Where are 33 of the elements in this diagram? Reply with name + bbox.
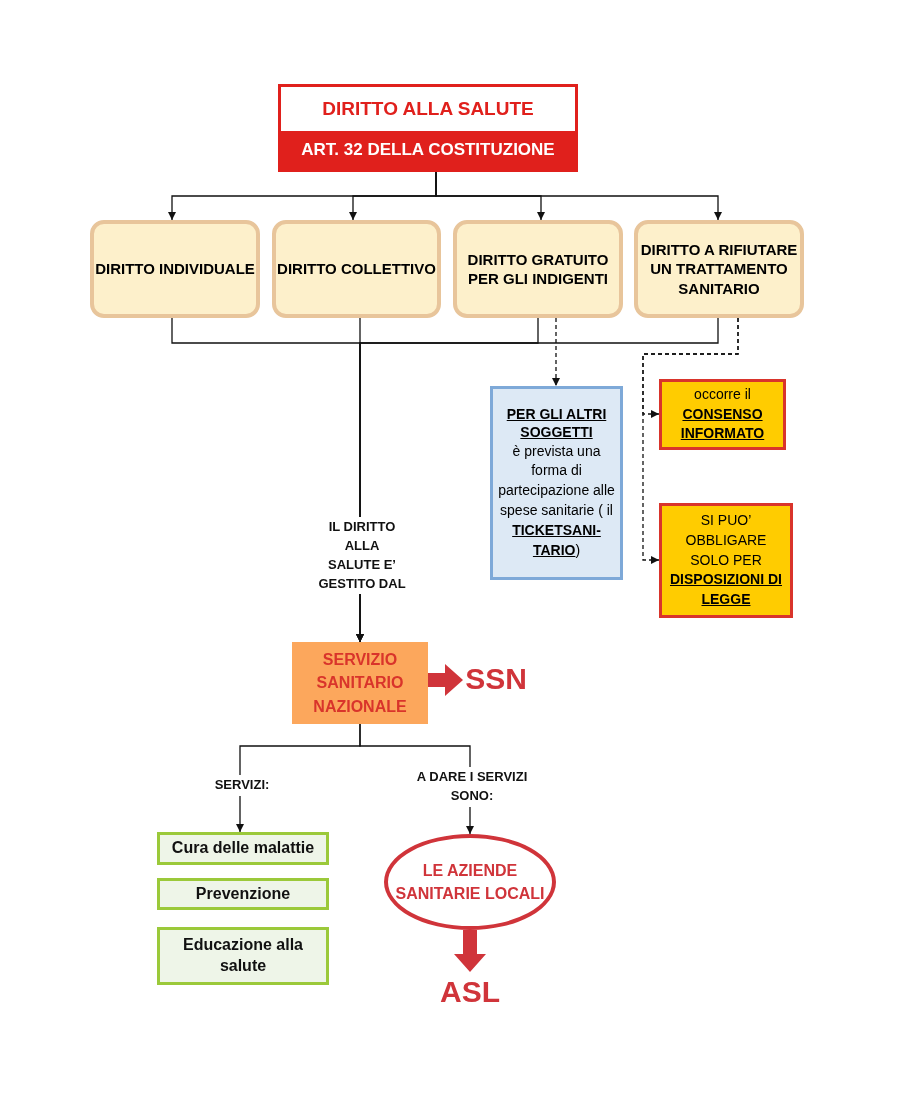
block-arrow — [428, 664, 463, 696]
arrow — [435, 171, 722, 221]
box-text: Cura delle malattie — [171, 838, 315, 859]
box-text: SI PUO’ OBBLIGARE SOLO PER DISPOSIZIONI DI LEGGE — [669, 510, 783, 610]
list-box — [157, 927, 329, 985]
note-box — [659, 379, 786, 450]
box-text: DIRITTO GRATUITO PER GLI INDIGENTI — [466, 249, 610, 289]
box-text: DIRITTO INDIVIDUALE — [95, 259, 255, 279]
box-text: occorre il CONSENSO INFORMATO — [679, 384, 766, 444]
rounded-box — [453, 220, 623, 318]
rounded-box — [272, 220, 441, 318]
block-arrow — [454, 930, 486, 972]
arrow — [552, 317, 560, 387]
list-box — [157, 832, 329, 865]
box-text: Prevenzione — [195, 883, 291, 904]
subtitle-text: ART. 32 DELLA COSTITUZIONE — [281, 131, 575, 169]
note-box — [659, 503, 793, 618]
box-text: Educazione alla salute — [181, 935, 304, 976]
arrow — [642, 317, 739, 564]
note-box — [490, 386, 623, 580]
box-text: è prevista una forma di partecipazione alle spese sanitarie ( il TICKETSANI-TARIO) — [497, 441, 616, 560]
title-box — [278, 84, 578, 172]
process-box — [292, 642, 428, 724]
abbreviation-label: ASL — [438, 972, 502, 1012]
rounded-box — [634, 220, 804, 318]
rounded-box — [90, 220, 260, 318]
box-text: SERVIZIO SANITARIO NAZIONALE — [312, 650, 408, 717]
box-text: LE AZIENDE SANITARIE LOCALI — [394, 860, 546, 904]
edge-label: IL DIRITTO ALLA SALUTE E’ GESTITO DAL — [316, 517, 408, 595]
abbreviation-label: SSN — [463, 658, 529, 700]
box-text: DIRITTO COLLETTIVO — [277, 259, 436, 279]
box-text: DIRITTO A RIFIUTARE UN TRATTAMENTO SANITARIO — [639, 239, 799, 299]
list-box — [157, 878, 329, 910]
